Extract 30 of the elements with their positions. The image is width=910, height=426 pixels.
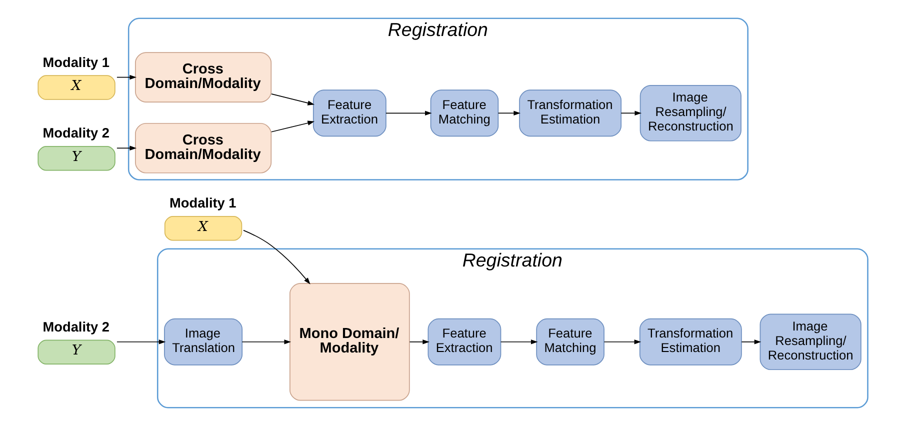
arrow bbox=[603, 339, 641, 344]
node-box: Mono Domain/ Modality bbox=[288, 282, 410, 401]
arrow bbox=[740, 339, 761, 344]
arrow bbox=[116, 146, 136, 151]
arrow bbox=[497, 110, 520, 116]
arrow bbox=[242, 230, 310, 284]
node-box: Feature Matching bbox=[536, 318, 604, 366]
arrow bbox=[408, 339, 429, 344]
node-box: Image Resampling/ Reconstruction bbox=[759, 314, 861, 370]
node-label: Modality 2 bbox=[42, 126, 110, 141]
node-box: Image Resampling/ Reconstruction bbox=[639, 84, 741, 142]
node-box: Feature Matching bbox=[430, 90, 498, 137]
arrow bbox=[241, 339, 291, 344]
arrow bbox=[116, 74, 136, 80]
node-box: Transformation Estimation bbox=[518, 90, 622, 137]
node-box: Feature Extraction bbox=[312, 90, 386, 137]
node-box: Transformation Estimation bbox=[638, 318, 742, 366]
arrow bbox=[620, 110, 642, 116]
node-box: Image Translation bbox=[164, 318, 242, 366]
node-box: Cross Domain/Modality bbox=[134, 52, 272, 102]
node-box: Feature Extraction bbox=[427, 318, 501, 366]
arrow bbox=[385, 110, 432, 116]
node-label: Modality 2 bbox=[42, 319, 110, 334]
arrow bbox=[270, 94, 314, 106]
node-box: Cross Domain/Modality bbox=[134, 122, 272, 174]
node-label: Modality 1 bbox=[42, 54, 110, 70]
arrow bbox=[270, 120, 314, 132]
arrow bbox=[116, 339, 166, 344]
arrow bbox=[500, 339, 538, 344]
node-label: Modality 1 bbox=[169, 196, 236, 211]
